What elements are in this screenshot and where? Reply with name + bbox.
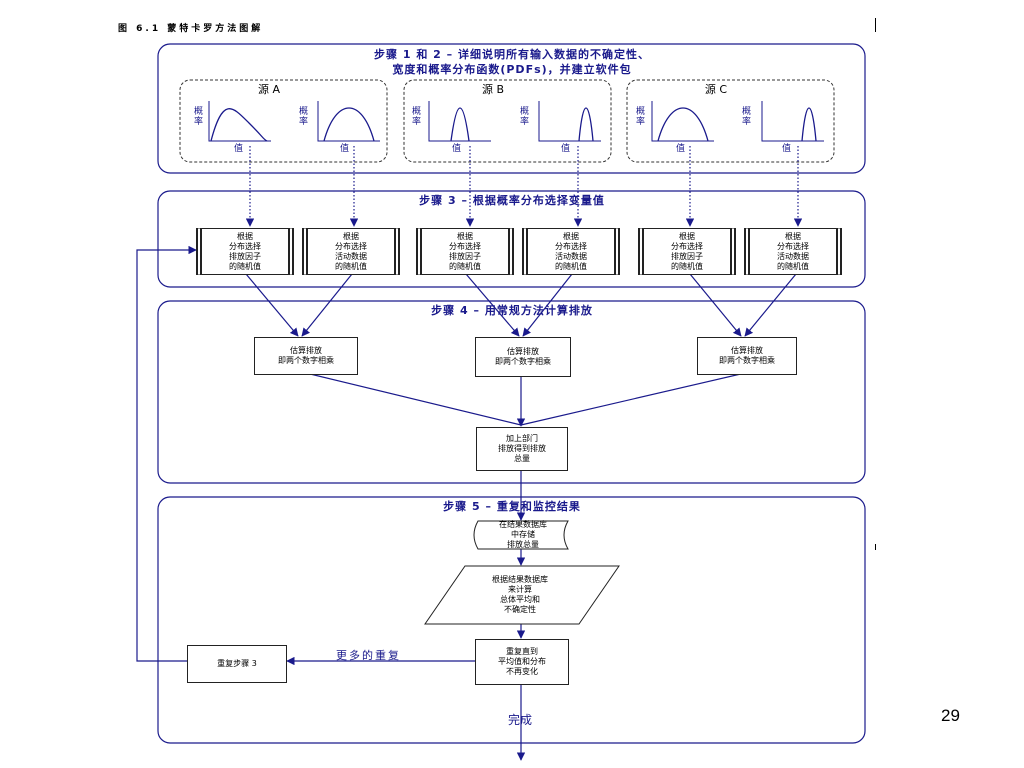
repeat-step3-box: 重复步骤 3 (187, 645, 287, 683)
more-repeats-label: 更多的重复 (336, 649, 401, 662)
corner-mark-mid (875, 544, 876, 550)
step5-panel (157, 496, 866, 744)
rv-box-c-ef: 根据 分布选择 排放因子 的随机值 (638, 228, 736, 275)
plot-b2-xlabel: 值 (561, 144, 571, 154)
figure-title: 图 6.1 蒙特卡罗方法图解 (118, 24, 264, 34)
step3-title: 步骤 3 – 根据概率分布选择变量值 (419, 194, 605, 207)
plot-a1-ylabel: 概率 (192, 106, 202, 126)
estimate-box-c: 估算排放 即两个数字相乘 (697, 337, 797, 375)
repeat-until-box: 重复直到 平均值和分布 不再变化 (475, 639, 569, 685)
pdf-plots (208, 101, 824, 142)
pdf-curve (450, 107, 470, 142)
rv-box-b-ef: 根据 分布选择 排放因子 的随机值 (416, 228, 514, 275)
pdf-curve (323, 107, 375, 142)
corner-mark-top (875, 18, 876, 32)
store-box-text: 在结果数据库 中存储 排放总量 (499, 520, 547, 549)
pdf-axis (208, 101, 271, 142)
step5-title: 步骤 5 – 重复和监控结果 (443, 500, 581, 513)
pdf-axis (538, 101, 601, 142)
arrow-a2-est (301, 273, 353, 337)
pdf-axis (761, 101, 824, 142)
pdf-axis (428, 101, 491, 142)
line-est3-sum (520, 372, 746, 426)
calc-shape (424, 565, 620, 625)
plot-c1-ylabel: 概率 (634, 106, 644, 126)
calc-box-text: 根据结果数据库 来计算 总体平均和 不确定性 (492, 575, 548, 614)
pdf-curve (801, 107, 817, 142)
plot-a2-xlabel: 值 (340, 144, 350, 154)
step12-title-line2: 宽度和概率分布函数(PDFs)，并建立软件包 (392, 63, 632, 76)
pdf-curve (210, 108, 268, 142)
source-a-label: 源 A (257, 83, 281, 96)
rv-box-a-ad: 根据 分布选择 活动数据 的随机值 (302, 228, 400, 275)
plot-c1-xlabel: 值 (676, 144, 686, 154)
sum-box: 加上部门 排放得到排放 总量 (476, 427, 568, 471)
rv-box-b-ad: 根据 分布选择 活动数据 的随机值 (522, 228, 620, 275)
source-c-label: 源 C (704, 83, 728, 96)
store-shape (473, 520, 569, 550)
estimate-box-b: 估算排放 即两个数字相乘 (475, 337, 571, 377)
plot-b1-ylabel: 概率 (410, 106, 420, 126)
step12-title-line1: 步骤 1 和 2 – 详细说明所有输入数据的不确定性、 (374, 48, 650, 61)
plot-b1-xlabel: 值 (452, 144, 462, 154)
arrow-a1-est (245, 273, 299, 337)
rv-box-c-ad: 根据 分布选择 活动数据 的随机值 (744, 228, 842, 275)
plot-a2-ylabel: 概率 (297, 106, 307, 126)
plot-c2-ylabel: 概率 (740, 106, 750, 126)
arrow-c1-est (689, 273, 742, 337)
plot-b2-ylabel: 概率 (518, 106, 528, 126)
done-label: 完成 (508, 713, 533, 727)
pdf-axis (317, 101, 380, 142)
step4-title: 步骤 4 – 用常规方法计算排放 (431, 304, 593, 317)
line-est1-sum (305, 372, 522, 426)
pdf-curve (657, 107, 709, 142)
rv-box-a-ef: 根据 分布选择 排放因子 的随机值 (196, 228, 294, 275)
pdf-axis (651, 101, 714, 142)
loop-back-line (136, 245, 197, 662)
step12-panel (157, 43, 866, 174)
source-b-label: 源 B (481, 83, 505, 96)
pdf-curve (578, 107, 594, 142)
step3-panel (157, 190, 866, 288)
plot-c2-xlabel: 值 (782, 144, 792, 154)
plot-a1-xlabel: 值 (234, 144, 244, 154)
arrow-c2-est (744, 273, 797, 337)
page-number: 29 (941, 706, 960, 725)
arrow-b2-est (522, 273, 573, 337)
estimate-box-a: 估算排放 即两个数字相乘 (254, 337, 358, 375)
step4-panel (157, 300, 866, 484)
arrow-b1-est (465, 273, 520, 337)
